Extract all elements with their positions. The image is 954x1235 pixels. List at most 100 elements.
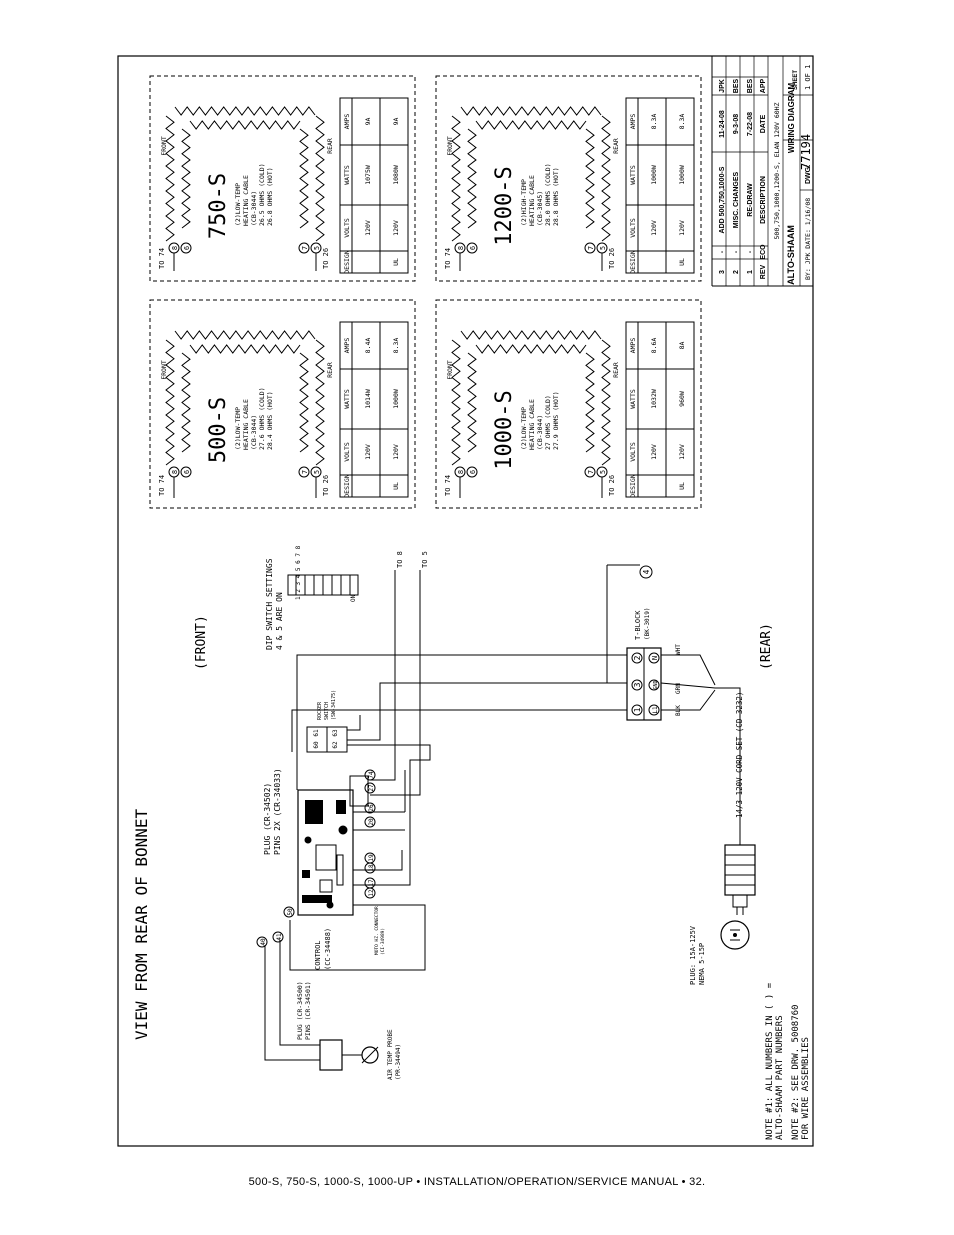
spec-table: DESIGNVOLTSWATTSAMPS120V1032W8.6AUL120V9… — [625, 321, 695, 498]
term-l1: L1 — [652, 706, 659, 714]
terminal-7: 7 — [301, 246, 309, 250]
dip-on: ON — [350, 594, 357, 602]
title-block — [711, 56, 813, 287]
note-1-line-2: ALTO-SHAAM PART NUMBERS — [775, 1015, 785, 1140]
table-cell: 9A — [392, 118, 400, 126]
rev-eco: - — [719, 250, 726, 253]
panel-desc-line: 26.8 OHMS (HOT) — [266, 167, 274, 226]
drawing-title-line: 500,750,1000,1200-S, ELAN 120V 60HZ — [773, 102, 781, 239]
wire-number-60: 60 — [313, 741, 320, 749]
dip-subtitle: 4 & 5 ARE ON — [275, 592, 284, 650]
dip-title: DIP SWITCH SETTINGS — [265, 558, 274, 650]
panel-to-a: TO 74 — [158, 248, 166, 269]
table-header: DESIGN — [629, 474, 637, 498]
note-2-line-1: NOTE #2: SEE DRW. 5008760 — [791, 1005, 801, 1140]
table-header: WATTS — [343, 389, 351, 409]
table-cell: 1000W — [678, 165, 686, 185]
rev-header-date: DATE — [760, 114, 767, 133]
rocker-label: ROCKER — [317, 701, 323, 720]
panel-model: 750-S — [206, 173, 231, 239]
table-cell: UL — [678, 258, 686, 266]
panel-model: 1000-S — [492, 390, 517, 469]
panel-desc-line: (CB-3044) — [250, 415, 258, 450]
rev-app: BES — [747, 78, 754, 93]
rev-app: JPK — [719, 79, 726, 93]
dwg-label: DWG: — [805, 165, 812, 184]
control-part: (CC-34488) — [324, 928, 332, 970]
table-header: WATTS — [629, 165, 637, 185]
table-cell: 120V — [364, 220, 372, 236]
spec-table: DESIGNVOLTSWATTSAMPS120V1075W9AUL120V108… — [339, 97, 409, 274]
wire-number-20: 20 — [368, 818, 375, 826]
terminal-6: 6 — [469, 246, 477, 250]
table-header: WATTS — [629, 389, 637, 409]
table-header: VOLTS — [629, 442, 637, 462]
table-cell: 960W — [678, 391, 686, 407]
table-cell: 8A — [678, 342, 686, 350]
table-cell: 120V — [650, 444, 658, 460]
probe-plug — [319, 1039, 343, 1071]
table-cell: 1000W — [650, 165, 658, 185]
plug-nema-label: PLUG: 15A-125V — [689, 925, 697, 985]
terminal-5: 5 — [313, 246, 321, 250]
moto-connector-label: MOTO HZ. CONNECTOR — [374, 906, 380, 955]
terminal-7: 7 — [301, 470, 309, 474]
wire-number-74: 74 — [368, 771, 375, 779]
table-cell: 1032W — [650, 389, 658, 409]
terminal-8: 8 — [171, 470, 179, 474]
term-gnd: GND — [653, 680, 659, 689]
table-cell: 120V — [678, 220, 686, 236]
panel-front-label: FRONT — [446, 360, 454, 380]
sheet-label: SHEET — [793, 70, 799, 90]
rear-label: (REAR) — [759, 623, 774, 670]
rev-header-description: DESCRIPTION — [760, 176, 767, 224]
table-cell: 120V — [678, 444, 686, 460]
wire-number-18: 18 — [368, 864, 375, 872]
probe-part: (PR-34494) — [395, 1044, 402, 1080]
term-1: 1 — [633, 707, 642, 712]
panel-desc-line: 27.6 OHMS (COLD) — [258, 387, 266, 450]
view-title: VIEW FROM REAR OF BONNET — [132, 808, 151, 1040]
table-cell: 9A — [364, 118, 372, 126]
table-cell: 120V — [364, 444, 372, 460]
table-header: WATTS — [343, 165, 351, 185]
rev-number: 2 — [733, 270, 740, 274]
panel-to-a: TO 74 — [444, 248, 452, 269]
table-header: DESIGN — [343, 250, 351, 274]
wire-number-40: 40 — [260, 938, 267, 946]
panel-rear-label: REAR — [326, 138, 334, 154]
spec-table: DESIGNVOLTSWATTSAMPS120V1000W8.3AUL120V1… — [625, 97, 695, 274]
table-cell: UL — [678, 482, 686, 490]
wire-number-26: 26 — [368, 804, 375, 812]
rev-app: BES — [733, 78, 740, 93]
wire-number-41: 41 — [276, 933, 283, 941]
table-header: DESIGN — [343, 474, 351, 498]
panel-model: 500-S — [206, 397, 231, 463]
panel-rear-label: REAR — [612, 138, 620, 154]
terminal-8: 8 — [457, 470, 465, 474]
moto-connector-part: (CI-34989) — [380, 928, 386, 955]
drawn-by-date: BY: JPK DATE: 1/16/08 — [804, 198, 812, 280]
panel-desc-line: HEATING CABLE — [528, 175, 536, 226]
main-text: VIEW FROM REAR OF BONNET(FRONT)(REAR)DIP… — [132, 545, 811, 1140]
terminal-6: 6 — [183, 470, 191, 474]
rocker-switch-label: SWITCH — [324, 702, 330, 720]
sheet-value: 1 OF 1 — [804, 65, 812, 90]
terminal-6: 6 — [183, 246, 191, 250]
table-header: DESIGN — [629, 250, 637, 274]
panel-to-b: TO 26 — [608, 475, 616, 496]
ground-number: 4 — [642, 569, 651, 574]
table-cell: 8.3A — [650, 114, 658, 130]
rev-date: 7-22-08 — [747, 112, 754, 136]
panel-desc-line: 27 OHMS (COLD) — [544, 395, 552, 450]
plug-label: PLUG (CR-34502) — [263, 783, 272, 855]
to-8: TO 8 — [396, 551, 404, 568]
table-cell: 8.6A — [650, 338, 658, 354]
wire-grn: GRN — [675, 683, 682, 694]
wire-number-61: 61 — [313, 729, 320, 737]
panel-desc-line: (2)HIGH-TEMP — [520, 179, 528, 226]
panel-model: 1200-S — [492, 166, 517, 245]
